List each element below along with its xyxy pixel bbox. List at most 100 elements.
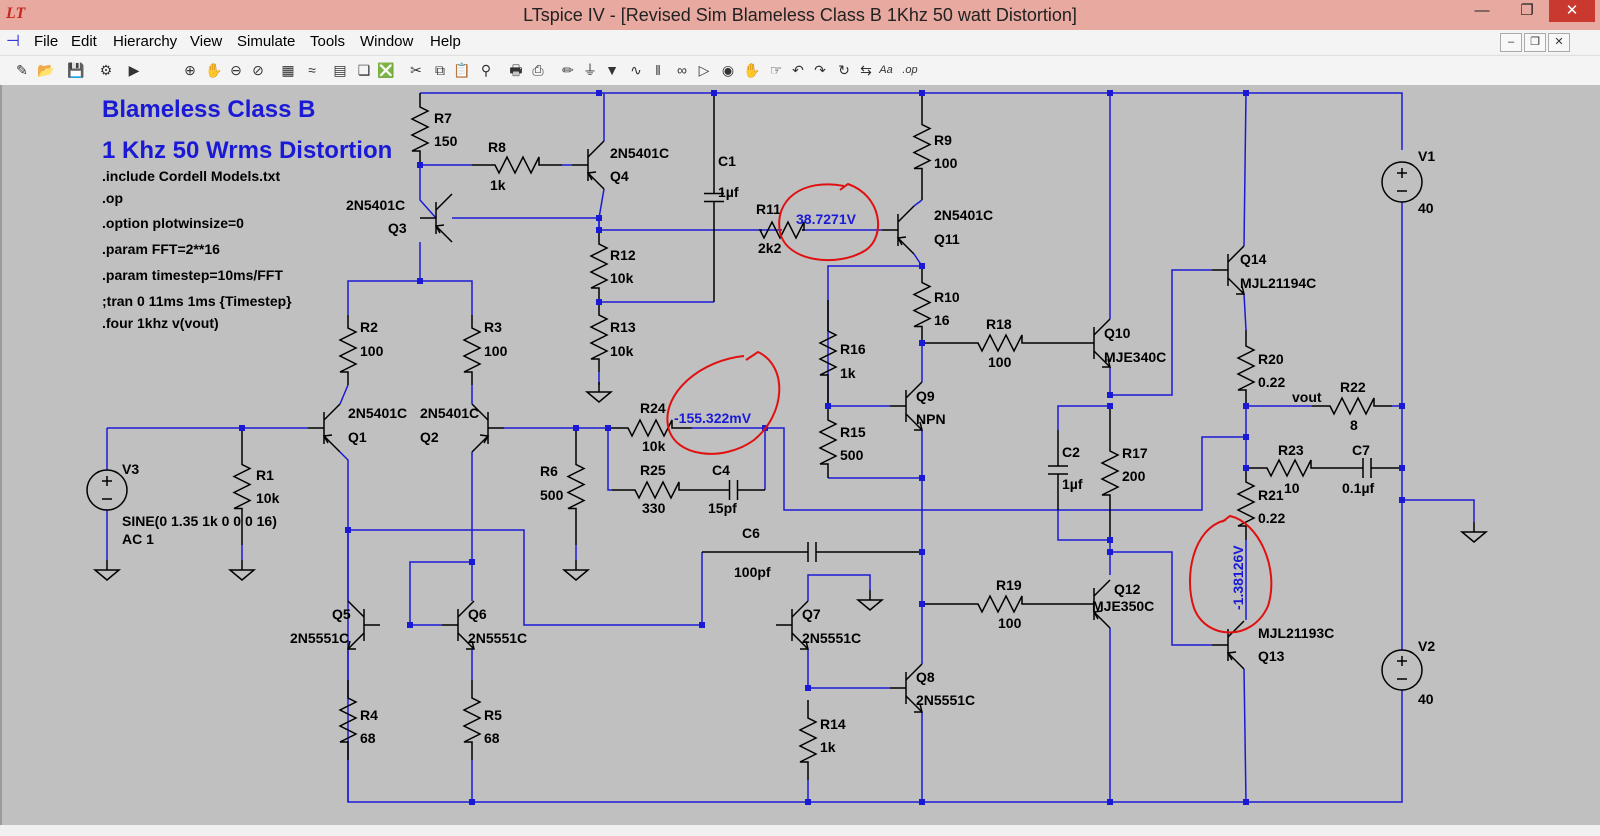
r21-resistor[interactable]: [1236, 468, 1256, 540]
q10-transistor[interactable]: [1078, 318, 1111, 368]
v1-source[interactable]: [1381, 161, 1423, 203]
close-button[interactable]: ✕: [1549, 0, 1595, 22]
w[interactable]: [913, 199, 923, 207]
w[interactable]: [1243, 92, 1247, 247]
r1-resistor[interactable]: [232, 428, 252, 545]
w[interactable]: [1057, 510, 1110, 541]
fft-icon[interactable]: ≈: [308, 62, 316, 78]
r3-resistor[interactable]: [462, 315, 482, 385]
r10-resistor[interactable]: [912, 266, 932, 343]
w[interactable]: [339, 384, 349, 405]
r20-resistor[interactable]: [1236, 330, 1256, 406]
q9-transistor[interactable]: [890, 381, 923, 431]
w[interactable]: [420, 280, 473, 315]
undo-icon[interactable]: ↶: [792, 62, 804, 78]
r7-resistor[interactable]: [410, 93, 430, 165]
r12-resistor[interactable]: [589, 230, 609, 302]
schematic-doc-icon[interactable]: ⊣: [6, 33, 20, 50]
q1-transistor[interactable]: [308, 403, 341, 453]
r11-left-wire[interactable]: [598, 218, 782, 231]
print-preview-icon[interactable]: 🖶: [509, 62, 523, 78]
control-panel-icon[interactable]: ⚙: [99, 62, 113, 78]
feedback-wire[interactable]: [765, 427, 1246, 511]
v3-source[interactable]: [86, 469, 128, 511]
w[interactable]: [348, 529, 702, 626]
text-icon[interactable]: Aa: [879, 64, 893, 76]
print-icon[interactable]: ⎙: [532, 62, 544, 78]
close-all-icon[interactable]: ❎: [377, 62, 395, 78]
drag-icon[interactable]: ☞: [769, 62, 783, 78]
menu-file[interactable]: File: [34, 33, 59, 50]
r11-resistor[interactable]: [758, 220, 805, 240]
mirror-icon[interactable]: ⇆: [860, 62, 872, 78]
cut-icon[interactable]: ✂: [410, 62, 422, 78]
r5-resistor[interactable]: [462, 680, 482, 760]
cascade-icon[interactable]: ❏: [357, 62, 371, 78]
q6-transistor[interactable]: [442, 600, 475, 650]
resistor-icon[interactable]: ∿: [630, 62, 642, 78]
maximize-button[interactable]: ❐: [1520, 2, 1534, 19]
menu-view[interactable]: View: [190, 33, 223, 50]
q4-transistor[interactable]: [572, 140, 605, 190]
autorange-icon[interactable]: ▦: [281, 62, 295, 78]
mdi-restore-button[interactable]: ❐: [1524, 33, 1546, 52]
label-net-icon[interactable]: ▼: [605, 62, 619, 78]
zoom-cancel-icon[interactable]: ⊘: [252, 62, 264, 78]
r16-resistor[interactable]: [818, 300, 838, 406]
component-icon[interactable]: ◉: [721, 62, 735, 78]
r15-resistor[interactable]: [818, 406, 838, 478]
wire-icon[interactable]: ✏: [562, 62, 574, 78]
r14-resistor[interactable]: [798, 700, 818, 780]
q13-transistor[interactable]: [1212, 620, 1245, 670]
c1-capacitor[interactable]: [704, 93, 724, 302]
w[interactable]: [827, 265, 922, 406]
c4-capacitor[interactable]: [702, 480, 765, 500]
spice-directive-icon[interactable]: .op: [902, 64, 918, 76]
q2-transistor[interactable]: [471, 403, 504, 453]
inductor-icon[interactable]: ∞: [677, 62, 687, 78]
q12-transistor[interactable]: [1078, 579, 1111, 629]
minimize-button[interactable]: —: [1474, 2, 1490, 19]
tile-horizontal-icon[interactable]: ▤: [333, 62, 347, 78]
menu-tools[interactable]: Tools: [310, 33, 346, 50]
r8-resistor[interactable]: [472, 155, 562, 175]
ground-icon[interactable]: ⏚: [583, 62, 597, 78]
r4-resistor[interactable]: [338, 680, 358, 760]
zoom-in-icon[interactable]: ⊕: [184, 62, 196, 78]
run-icon[interactable]: ▶: [128, 62, 140, 78]
v2-source[interactable]: [1381, 649, 1423, 691]
w[interactable]: [607, 428, 612, 491]
move-icon[interactable]: ✋: [743, 62, 761, 78]
q14-transistor[interactable]: [1212, 245, 1245, 295]
q8-transistor[interactable]: [890, 663, 923, 713]
r2-resistor[interactable]: [338, 315, 358, 385]
r24-resistor[interactable]: [608, 418, 692, 438]
w[interactable]: [1243, 293, 1247, 331]
w[interactable]: [339, 451, 349, 530]
menu-hierarchy[interactable]: Hierarchy: [113, 33, 178, 50]
w[interactable]: [419, 165, 437, 219]
q7-transistor[interactable]: [776, 600, 809, 650]
mdi-minimize-button[interactable]: –: [1500, 33, 1522, 52]
paste-icon[interactable]: 📋: [453, 62, 471, 78]
q11-transistor[interactable]: [882, 205, 915, 255]
menu-simulate[interactable]: Simulate: [237, 33, 296, 50]
menu-edit[interactable]: Edit: [71, 33, 97, 50]
r6-resistor[interactable]: [566, 428, 586, 545]
c7-capacitor[interactable]: [1332, 458, 1402, 478]
zoom-out-icon[interactable]: ⊖: [230, 62, 242, 78]
gnd-wire-right[interactable]: [1402, 499, 1475, 522]
menu-help[interactable]: Help: [430, 33, 461, 50]
q5-transistor[interactable]: [347, 600, 380, 650]
w[interactable]: [347, 280, 420, 315]
r18-resistor[interactable]: [922, 333, 1078, 353]
r17-resistor[interactable]: [1100, 406, 1120, 540]
r23-resistor[interactable]: [1246, 458, 1332, 478]
vplus-rail[interactable]: [420, 92, 1403, 150]
save-icon[interactable]: 💾: [67, 62, 85, 78]
w[interactable]: [1110, 551, 1212, 646]
r22-resistor[interactable]: [1312, 396, 1392, 416]
q3-transistor[interactable]: [420, 193, 453, 243]
w[interactable]: [1057, 405, 1110, 430]
r9-resistor[interactable]: [912, 93, 932, 200]
